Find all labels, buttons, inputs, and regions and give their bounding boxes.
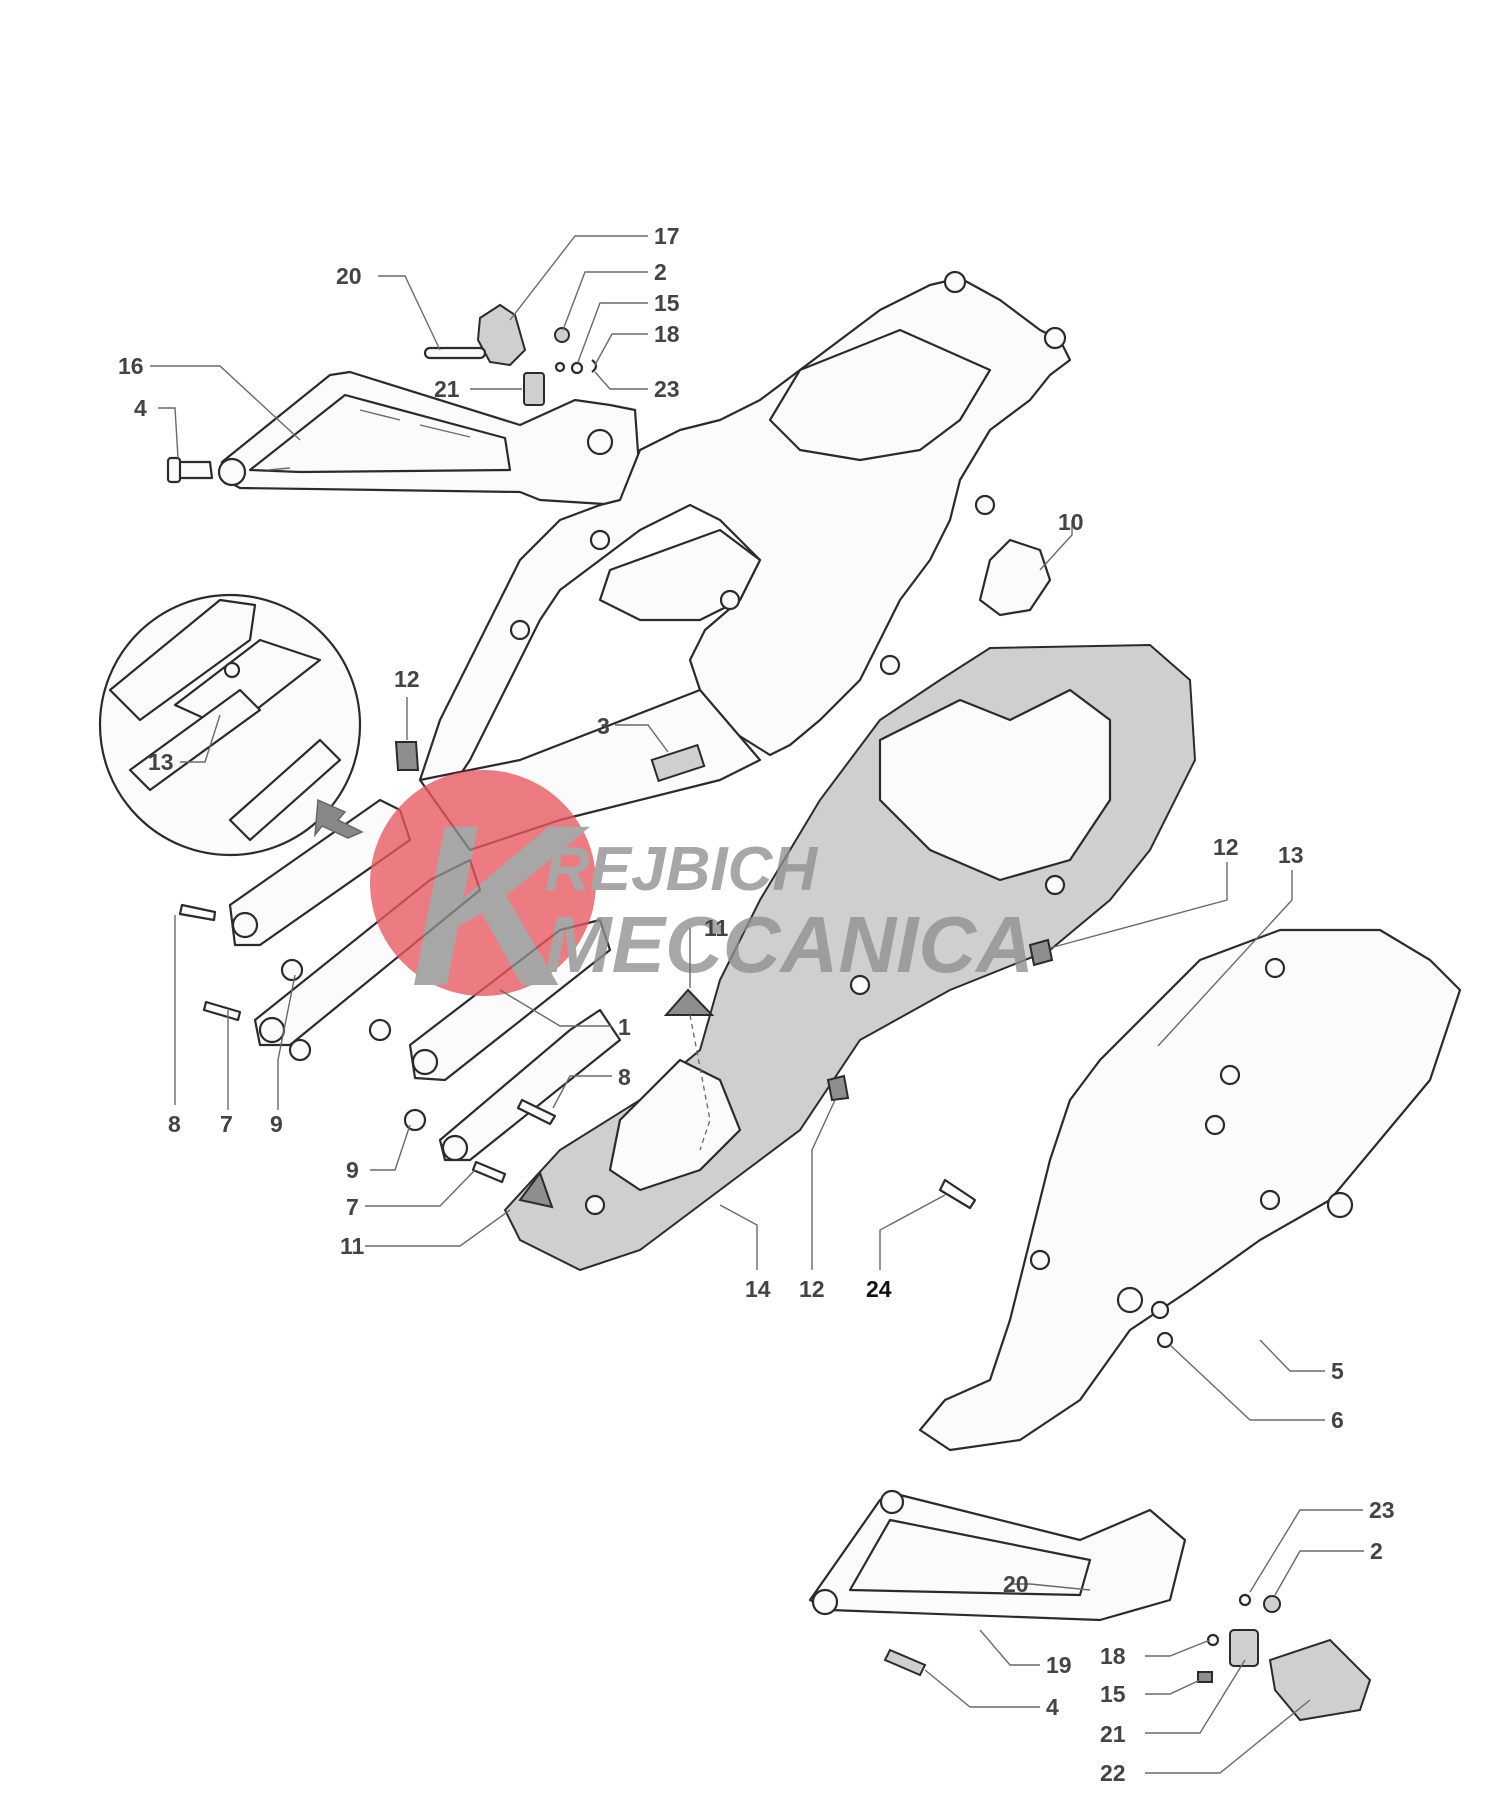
callout-10: 10 [1058, 509, 1084, 535]
callout-21-top: 21 [434, 376, 460, 402]
callout-20-bottom: 20 [1003, 1571, 1029, 1597]
bolt-bottom [883, 1648, 927, 1677]
watermark: K REJBICH MECCANICA [370, 770, 1034, 1034]
callout-18-bottom: 18 [1100, 1643, 1126, 1669]
callout-1: 1 [618, 1014, 631, 1040]
callout-4-bottom: 4 [1046, 1694, 1059, 1720]
hook-bracket [476, 303, 527, 367]
grommet-left [394, 741, 420, 771]
id-label [650, 743, 706, 783]
callout-7-left: 7 [220, 1111, 233, 1137]
watermark-line2: MECCANICA [545, 900, 1034, 989]
callout-4-top: 4 [134, 395, 147, 421]
callout-12-bottom: 12 [799, 1276, 825, 1302]
callout-3: 3 [597, 713, 610, 739]
callout-2-top: 2 [654, 259, 667, 285]
warning-sticker-2 [518, 1170, 554, 1209]
small-hardware-top [554, 327, 598, 375]
rubber-block [523, 372, 545, 406]
detail-magnifier [98, 593, 362, 857]
callout-13-right: 13 [1278, 842, 1304, 868]
hinge-pin [423, 346, 487, 360]
callout-15-top: 15 [654, 290, 680, 316]
grommet-right-1 [1028, 938, 1054, 967]
bolt-24 [938, 1178, 977, 1210]
grommet-right-2 [826, 1074, 850, 1102]
right-footrest-hanger [808, 1489, 1187, 1622]
callout-21-bottom: 21 [1100, 1721, 1126, 1747]
bolt-top-left [166, 456, 214, 484]
callout-22: 22 [1100, 1760, 1126, 1786]
watermark-line1: REJBICH [545, 835, 818, 904]
leader-lines [150, 235, 1364, 1774]
bolt-8-right [516, 1098, 557, 1126]
callouts: 17 2 20 15 18 16 21 23 4 10 12 3 13 12 1… [118, 223, 1395, 1786]
callout-8-right: 8 [618, 1064, 631, 1090]
rear-undertray [503, 643, 1197, 1272]
callout-8-left: 8 [168, 1111, 181, 1137]
callout-14: 14 [745, 1276, 771, 1302]
callout-17: 17 [654, 223, 680, 249]
callout-16: 16 [118, 353, 144, 379]
callout-24: 24 [866, 1276, 892, 1302]
rear-mudguard [918, 928, 1462, 1452]
screw-6 [1156, 1331, 1174, 1349]
callout-19: 19 [1046, 1652, 1072, 1678]
callout-13-detail: 13 [148, 749, 174, 775]
callout-12-right: 12 [1213, 834, 1239, 860]
bolt-7-right [471, 1160, 507, 1184]
watermark-circle [370, 770, 596, 996]
watermark-logo-letter: K [410, 777, 591, 1034]
callout-15-bottom: 15 [1100, 1681, 1126, 1707]
callout-2-bottom: 2 [1370, 1538, 1383, 1564]
callout-9-mid: 9 [346, 1157, 359, 1183]
callout-23-top: 23 [654, 376, 680, 402]
callout-12-left: 12 [394, 666, 420, 692]
callout-5: 5 [1331, 1358, 1344, 1384]
callout-20-top: 20 [336, 263, 362, 289]
callout-18-top: 18 [654, 321, 680, 347]
callout-6: 6 [1331, 1407, 1344, 1433]
callout-9-left: 9 [270, 1111, 283, 1137]
callout-7-mid: 7 [346, 1194, 359, 1220]
callout-11-top: 11 [704, 915, 729, 941]
callout-11-bottom: 11 [340, 1233, 365, 1259]
bolt-7-left [202, 1000, 242, 1022]
detail-arrow [314, 798, 364, 839]
bolt-8-left [178, 903, 217, 922]
warning-sticker-1 [663, 988, 715, 1016]
small-cover [978, 538, 1052, 617]
left-footrest-hanger [217, 370, 642, 507]
small-hardware-bottom [1197, 1593, 1372, 1722]
callout-23-bottom: 23 [1369, 1497, 1395, 1523]
